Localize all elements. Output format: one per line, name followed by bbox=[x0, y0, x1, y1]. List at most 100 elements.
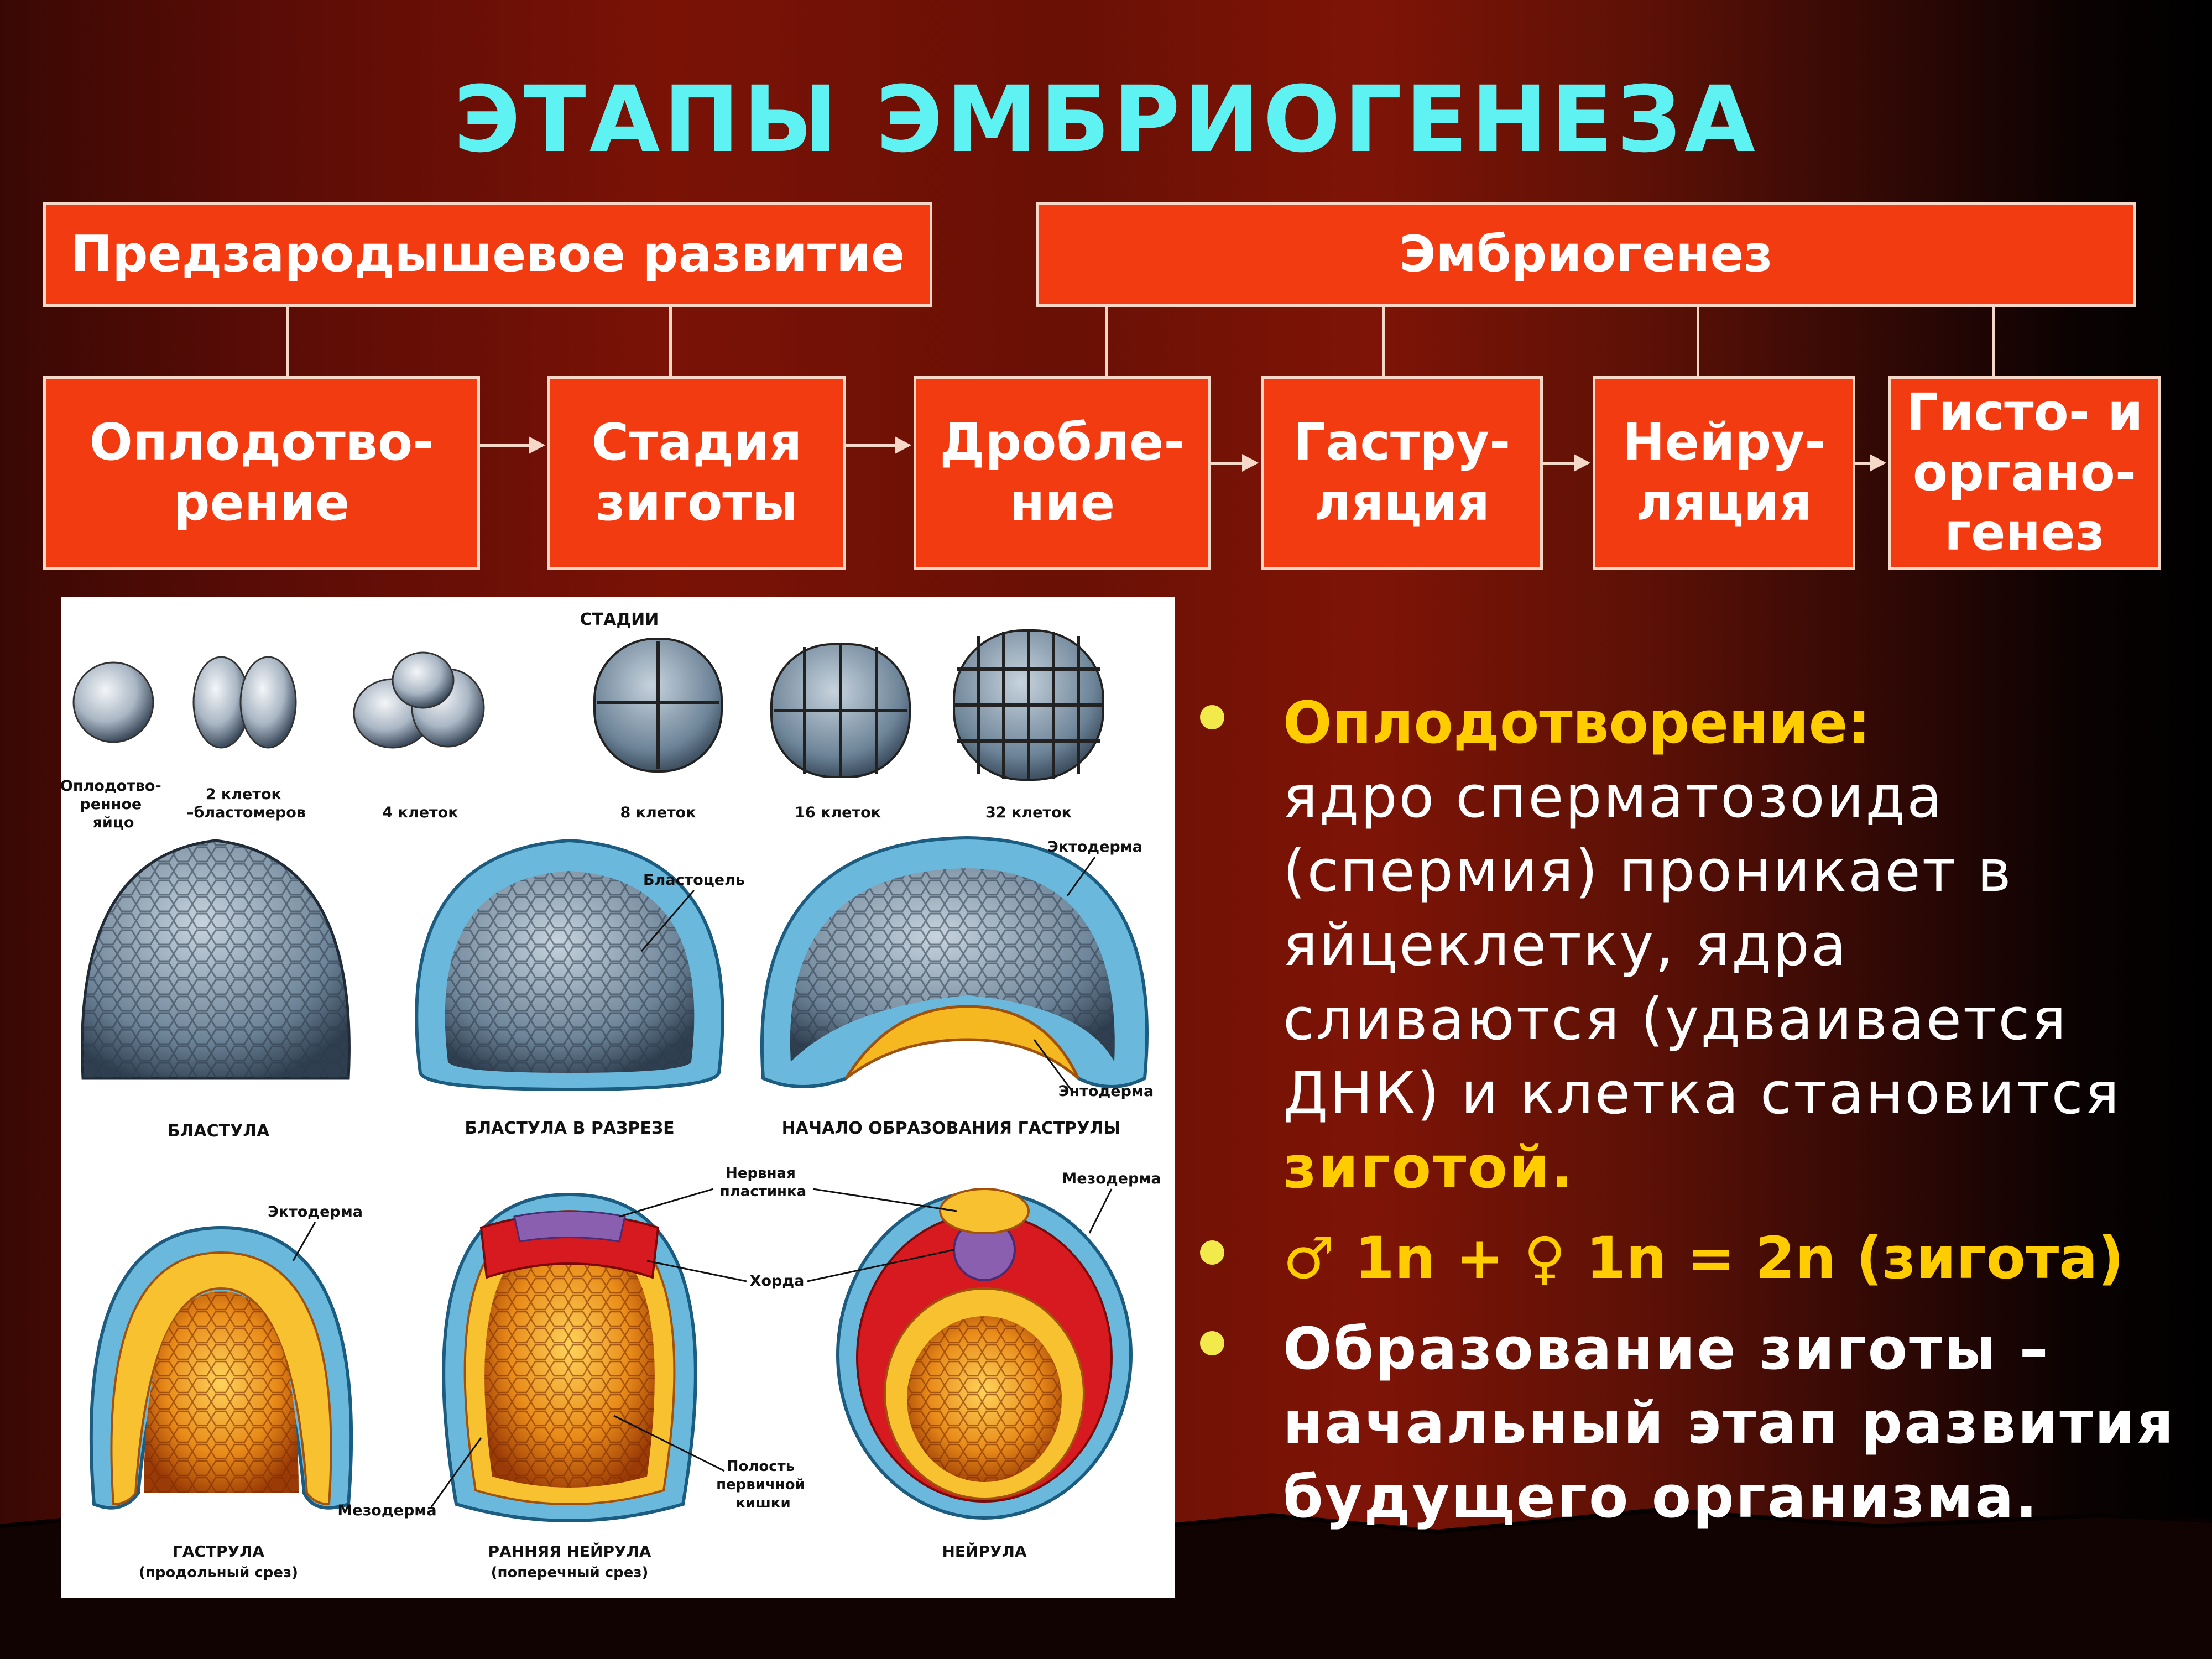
stage-label: ляция bbox=[1313, 473, 1490, 532]
connector-line bbox=[1697, 307, 1699, 376]
label-pointer bbox=[1066, 857, 1096, 896]
neurula-label: НЕЙРУЛА bbox=[942, 1542, 1026, 1561]
cleavage-32-cells bbox=[953, 629, 1104, 781]
stage-label: генез bbox=[1944, 503, 2105, 562]
gastrula-start-drawing bbox=[760, 836, 1149, 1088]
group-pre-embryonic-label: Предзародышевое развитие bbox=[70, 225, 905, 283]
slide-title: ЭТАПЫ ЭМБРИОГЕНЕЗА bbox=[453, 66, 1759, 173]
label-pointer bbox=[292, 1222, 316, 1261]
stage-label: Нейру- bbox=[1622, 413, 1826, 472]
bullet-fertilization: Оплодотворение: ядро сперматозоида (спер… bbox=[1189, 686, 2195, 1204]
bullet-zygote: Образование зиготы – начальный этап разв… bbox=[1189, 1312, 2195, 1534]
arrow-right-icon bbox=[480, 436, 545, 454]
blastula-section-label: БЛАСТУЛА В РАЗРЕЗЕ bbox=[465, 1119, 674, 1138]
stage-gastrulation: Гастру-ляция bbox=[1261, 376, 1543, 570]
embryogenesis-illustration: СТАДИИ Оплодотво- ренное я bbox=[61, 597, 1175, 1598]
bullet-formula-text: ♂ 1n + ♀ 1n = 2n (зигота) bbox=[1283, 1224, 2124, 1292]
cleavage-label: яйцо bbox=[93, 814, 134, 831]
bullet-zygote-text: Образование зиготы – начальный этап разв… bbox=[1283, 1315, 2176, 1531]
label-pointer bbox=[646, 1260, 747, 1282]
stage-label: Гисто- и bbox=[1906, 383, 2143, 442]
cleavage-label: ренное bbox=[80, 796, 142, 813]
stage-cleavage: Дробле-ние bbox=[914, 376, 1211, 570]
stage-label: органо- bbox=[1912, 442, 2137, 502]
cleavage-label: 8 клеток bbox=[620, 804, 696, 821]
bullet-dot-icon bbox=[1200, 1240, 1224, 1265]
label-pointer bbox=[807, 1249, 954, 1282]
cleavage-egg bbox=[72, 661, 154, 743]
connector-line bbox=[1992, 307, 1995, 376]
bullet-heading: Оплодотворение: bbox=[1283, 689, 1871, 757]
bullet-formula: ♂ 1n + ♀ 1n = 2n (зигота) bbox=[1189, 1221, 2195, 1295]
gut-cavity-label: кишки bbox=[735, 1495, 790, 1511]
bullet-dot-icon bbox=[1200, 1331, 1224, 1355]
early-neurula-drawing bbox=[442, 1192, 697, 1522]
label-pointer bbox=[640, 890, 695, 952]
neural-plate-label: Нервная bbox=[726, 1165, 796, 1182]
gut-cavity-label: Полость bbox=[727, 1458, 795, 1475]
gastrula-label: ГАСТРУЛА bbox=[173, 1542, 265, 1561]
mesoderm-label: Мезодерма bbox=[337, 1502, 436, 1519]
connector-line bbox=[286, 307, 289, 376]
gut-cavity-label: первичной bbox=[716, 1477, 805, 1493]
label-pointer bbox=[1033, 1039, 1074, 1093]
cleavage-label: –бластомеров bbox=[186, 804, 306, 821]
blastula-section-drawing bbox=[415, 838, 724, 1092]
bullet-highlight: зиготой. bbox=[1283, 1134, 1575, 1201]
cleavage-16-cells bbox=[770, 643, 911, 778]
figure-header: СТАДИИ bbox=[580, 610, 659, 629]
svg-text:Нервная пластинка: Нервная пластинка bbox=[720, 1165, 806, 1200]
connector-line bbox=[1383, 307, 1385, 376]
stage-label: Дробле- bbox=[940, 413, 1185, 472]
label-pointer bbox=[812, 1188, 957, 1212]
label-pointer bbox=[619, 1188, 714, 1218]
early-neurula-sub-label: (поперечный срез) bbox=[491, 1564, 649, 1581]
stage-label: ляция bbox=[1636, 473, 1812, 532]
stage-label: зиготы bbox=[596, 473, 798, 532]
stage-label: рение bbox=[173, 473, 350, 532]
connector-line bbox=[669, 307, 672, 376]
group-pre-embryonic: Предзародышевое развитие bbox=[43, 202, 932, 307]
arrow-right-icon bbox=[1543, 454, 1590, 472]
arrow-right-icon bbox=[1855, 454, 1886, 472]
arrow-right-icon bbox=[846, 436, 911, 454]
bullet-text: ядро сперматозоида (спермия) проникает в… bbox=[1283, 763, 2121, 1127]
stage-label: Оплодотво- bbox=[89, 413, 434, 472]
cleavage-label: 16 клеток bbox=[795, 804, 881, 821]
stage-label: Гастру- bbox=[1293, 413, 1511, 472]
svg-text:2 клеток –бластомеров: 2 клеток –бластомеров bbox=[186, 786, 306, 821]
svg-text:Полость первичной: Полость первичной кишки bbox=[716, 1458, 810, 1511]
stage-neurulation: Нейру-ляция bbox=[1593, 376, 1855, 570]
ectoderm-label: Эктодерма bbox=[1047, 838, 1142, 855]
stage-label: ние bbox=[1009, 473, 1115, 532]
cleavage-label: 32 клеток bbox=[985, 804, 1072, 821]
cleavage-label: 2 клеток bbox=[206, 786, 281, 803]
stage-fertilization: Оплодотво-рение bbox=[43, 376, 480, 570]
gastrula-start-label: НАЧАЛО ОБРАЗОВАНИЯ ГАСТРУЛЫ bbox=[782, 1119, 1121, 1138]
cleavage-label: 4 клеток bbox=[382, 804, 458, 821]
bullet-list: Оплодотворение: ядро сперматозоида (спер… bbox=[1189, 686, 2195, 1551]
group-embryogenesis: Эмбриогенез bbox=[1036, 202, 2136, 307]
cleavage-2-cells bbox=[192, 656, 297, 749]
connector-line bbox=[1105, 307, 1108, 376]
early-neurula-label: РАННЯЯ НЕЙРУЛА bbox=[488, 1542, 651, 1561]
mesoderm-label: Мезодерма bbox=[1062, 1170, 1161, 1187]
blastocoel-label: Бластоцель bbox=[643, 872, 745, 889]
entoderm-label: Энтодерма bbox=[1058, 1083, 1154, 1100]
svg-text:Оплодотво- ренное: Оплодотво- ренное яйцо bbox=[61, 778, 166, 831]
cleavage-8-cells bbox=[593, 638, 723, 773]
gastrula-drawing bbox=[89, 1225, 353, 1510]
label-pointer bbox=[613, 1415, 725, 1472]
blastula-label: БЛАСТУЛА bbox=[168, 1121, 270, 1141]
blastula-drawing bbox=[81, 839, 351, 1080]
arrow-right-icon bbox=[1211, 454, 1259, 472]
gastrula-sub-label: (продольный срез) bbox=[139, 1564, 298, 1581]
label-pointer bbox=[1088, 1188, 1113, 1234]
cleavage-4-cells bbox=[353, 651, 485, 749]
neurula-drawing bbox=[836, 1188, 1133, 1520]
chorda-label: Хорда bbox=[750, 1272, 805, 1290]
group-embryogenesis-label: Эмбриогенез bbox=[1399, 225, 1773, 283]
cleavage-label: Оплодотво- bbox=[61, 778, 161, 795]
